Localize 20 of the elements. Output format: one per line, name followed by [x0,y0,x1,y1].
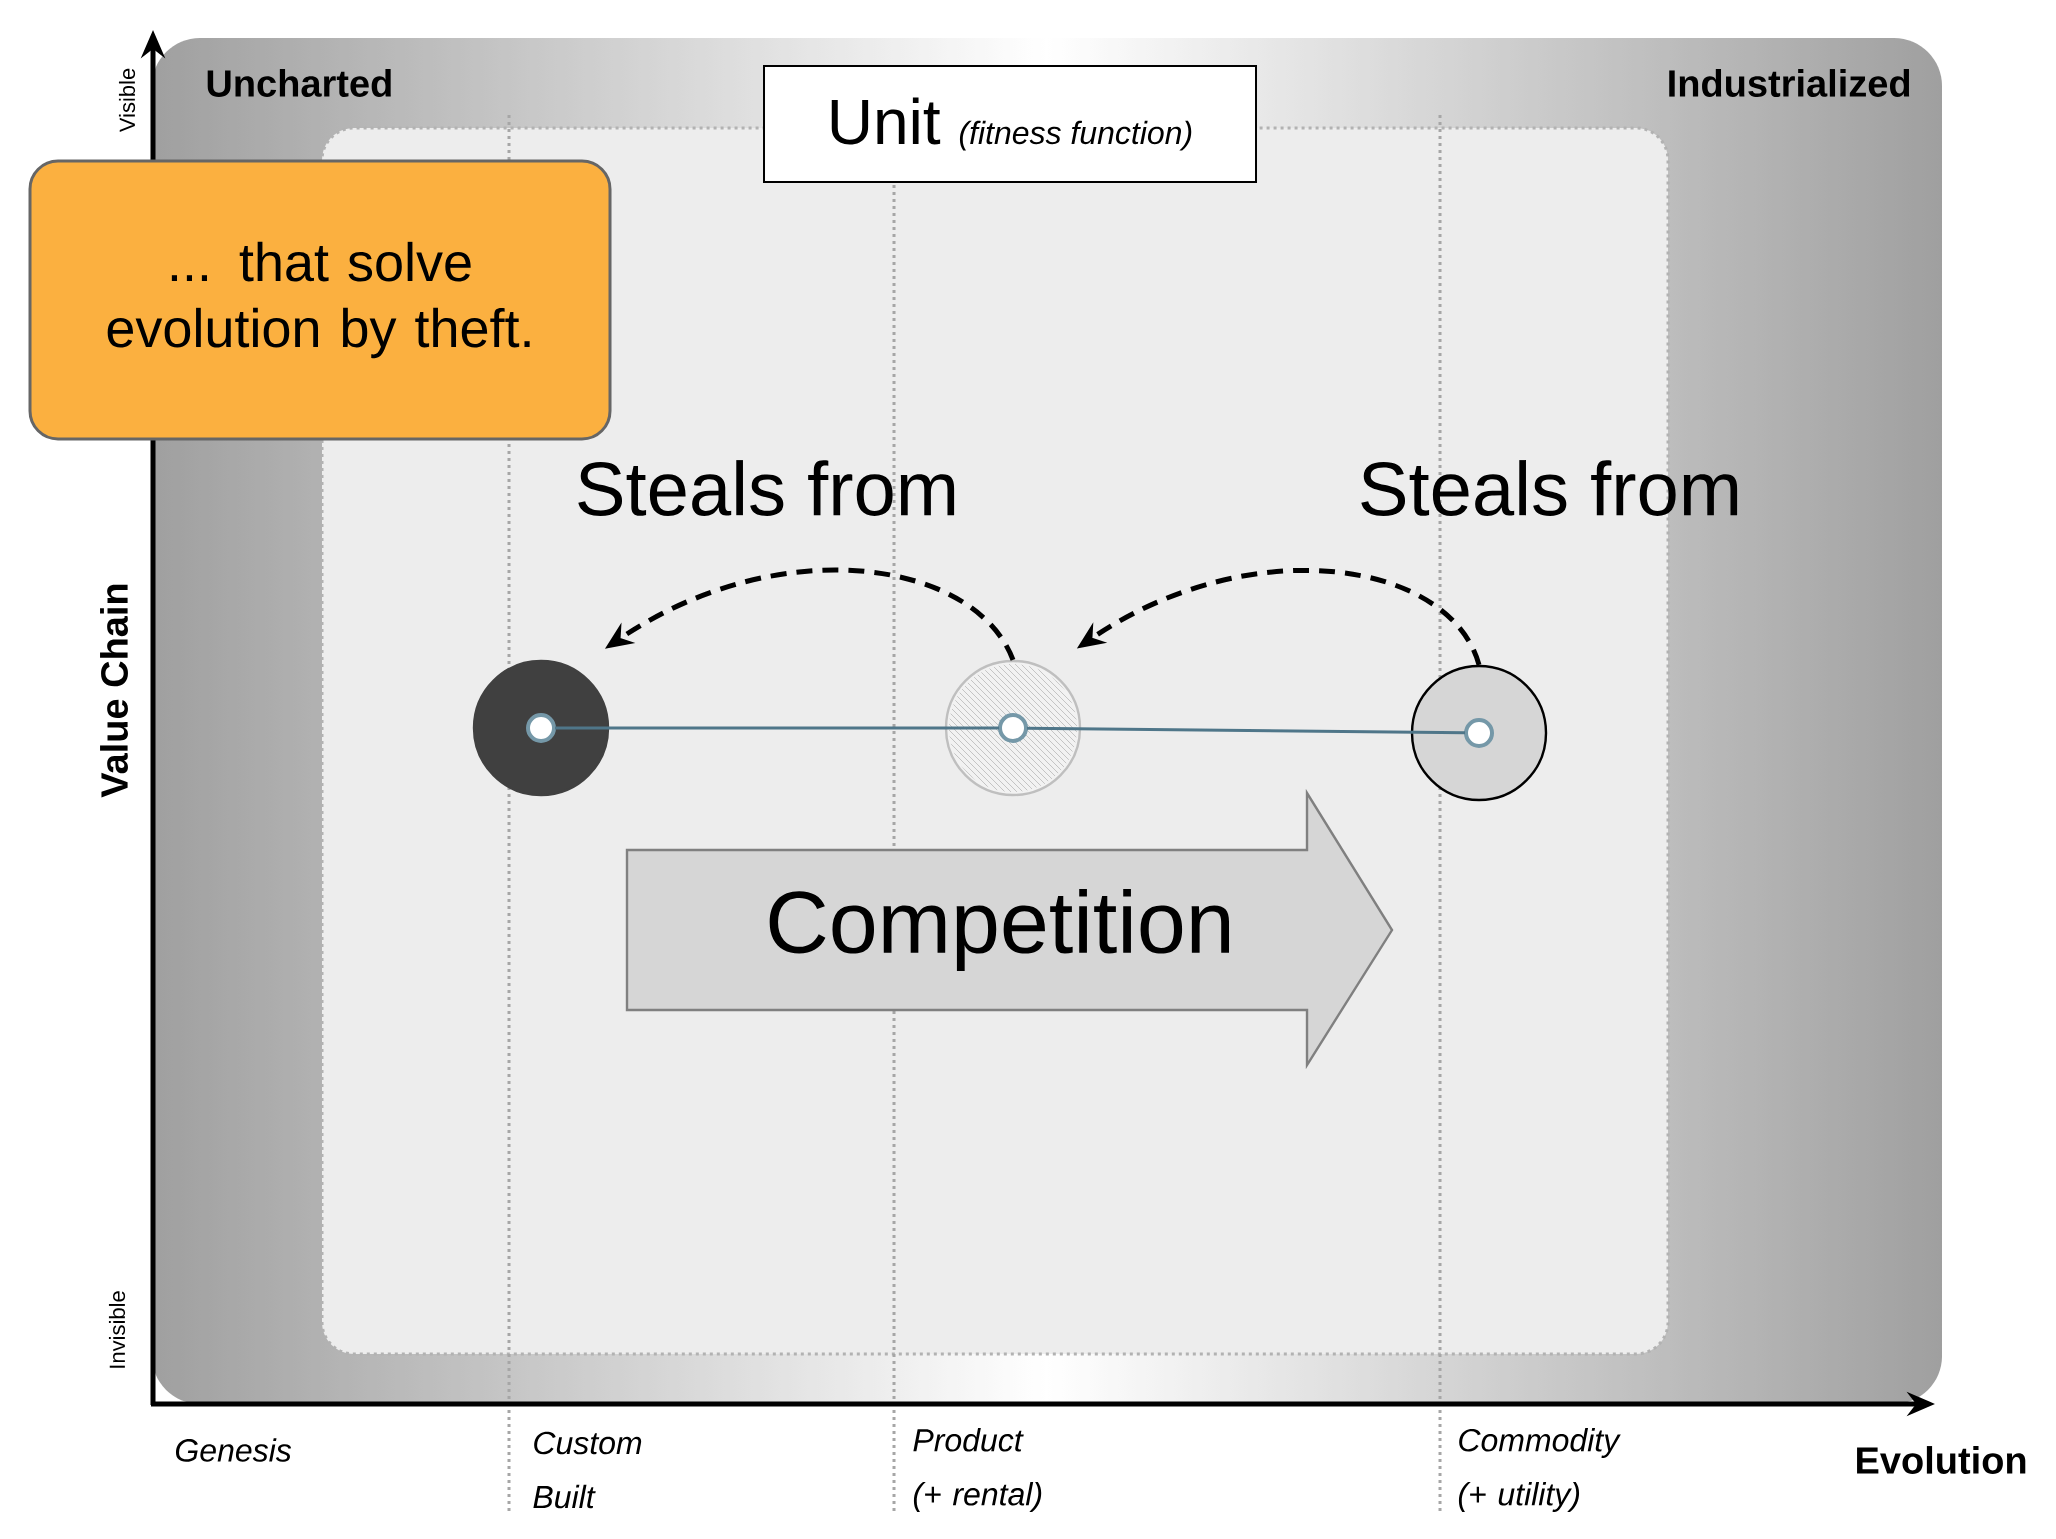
connector-line [555,726,999,730]
axis-label: Invisible [108,1291,126,1368]
component-circle [1410,664,1548,802]
connector-line [1027,726,1466,735]
axis-label: Visible [118,68,136,133]
region-label: Uncharted [207,69,391,97]
edge-label: Steals from [578,460,955,516]
component-circle [472,659,610,797]
component-circle [998,713,1028,743]
region-label: Industrialized [1669,69,1910,97]
stage-label: Genesis [175,1438,292,1462]
axis-title: Evolution [1857,1446,2026,1474]
stage-label: Product (+ rental) [913,1428,1042,1512]
stage-label: Commodity (+ utility) [1458,1428,1621,1512]
component-circle [944,659,1082,797]
title-box: Unit (fitness function) [763,65,1257,183]
edge-label: Steals from [1361,460,1738,516]
stage-label: Custom Built [533,1431,642,1509]
axis-title: Value Chain [100,584,128,798]
callout-box: ... that solve evolution by theft. [28,159,612,441]
